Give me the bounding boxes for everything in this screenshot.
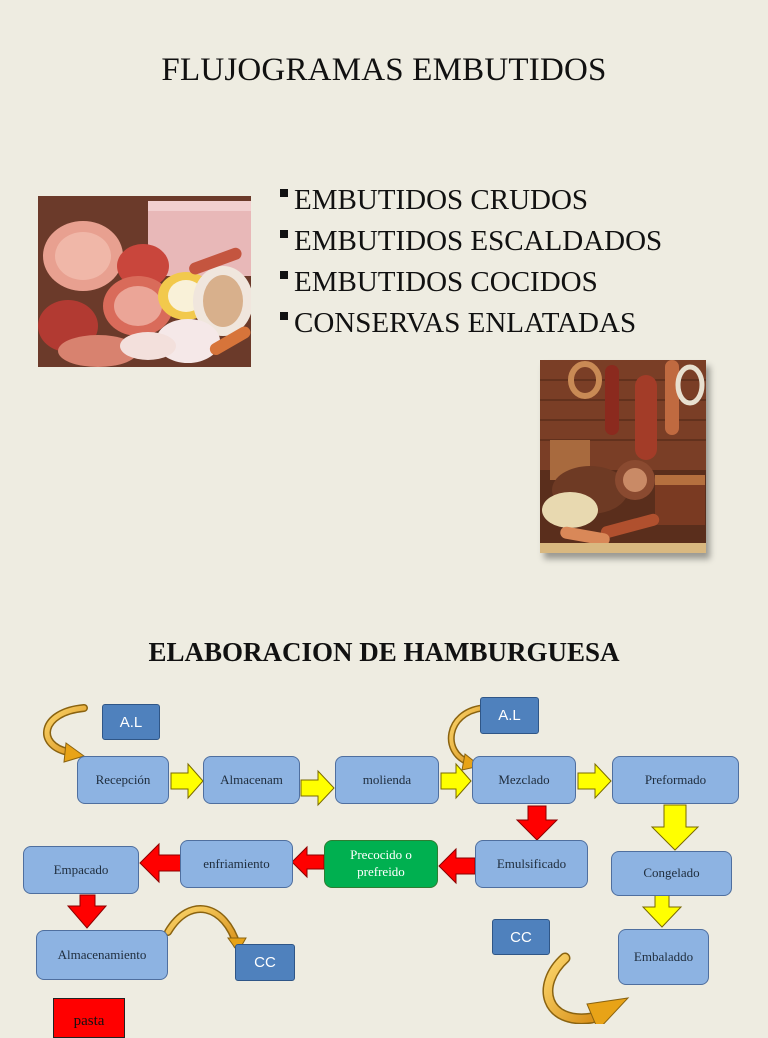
arrow-right-icon <box>577 762 612 800</box>
arrow-left-red-icon <box>139 842 182 884</box>
step-recepcion: Recepción <box>77 756 169 804</box>
list-item: CONSERVAS ENLATADAS <box>280 303 662 344</box>
step-enfriamiento: enfriamiento <box>180 840 293 888</box>
step-almacenam: Almacenam <box>203 756 300 804</box>
list-item: EMBUTIDOS ESCALDADOS <box>280 221 662 262</box>
list-item: EMBUTIDOS COCIDOS <box>280 262 662 303</box>
step-emulsificado: Emulsificado <box>475 840 588 888</box>
arrow-down-icon <box>650 804 700 851</box>
hamburger-process-title: ELABORACION DE HAMBURGUESA <box>148 637 620 667</box>
step-congelado: Congelado <box>611 851 732 896</box>
tag-al: A.L <box>480 697 539 734</box>
step-embaladdo: Embaladdo <box>618 929 709 985</box>
tag-al: A.L <box>102 704 160 740</box>
slide-title: FLUJOGRAMAS EMBUTIDOS <box>161 52 607 88</box>
step-mezclado: Mezclado <box>472 756 576 804</box>
cured-meats-photo <box>540 360 706 553</box>
arrow-down-red-icon <box>66 894 108 929</box>
tag-pasta: pasta <box>53 998 125 1038</box>
arrow-right-icon <box>440 762 472 800</box>
arrow-down-red-icon <box>515 805 559 841</box>
arrow-left-red-icon <box>438 847 476 885</box>
step-almacenamiento: Almacenamiento <box>36 930 168 980</box>
arrow-right-icon <box>170 762 204 800</box>
list-item: EMBUTIDOS CRUDOS <box>280 180 662 221</box>
tag-cc: CC <box>492 919 550 955</box>
step-molienda: molienda <box>335 756 439 804</box>
sausage-types-list: EMBUTIDOS CRUDOS EMBUTIDOS ESCALDADOS EM… <box>280 180 662 344</box>
arrow-left-red-icon <box>291 845 325 879</box>
step-empacado: Empacado <box>23 846 139 894</box>
arrow-right-icon <box>300 769 335 807</box>
step-precocido: Precocido o prefreido <box>324 840 438 888</box>
tag-cc: CC <box>235 944 295 981</box>
sausages-photo <box>38 196 251 367</box>
step-preformado: Preformado <box>612 756 739 804</box>
arrow-down-icon <box>641 894 683 928</box>
